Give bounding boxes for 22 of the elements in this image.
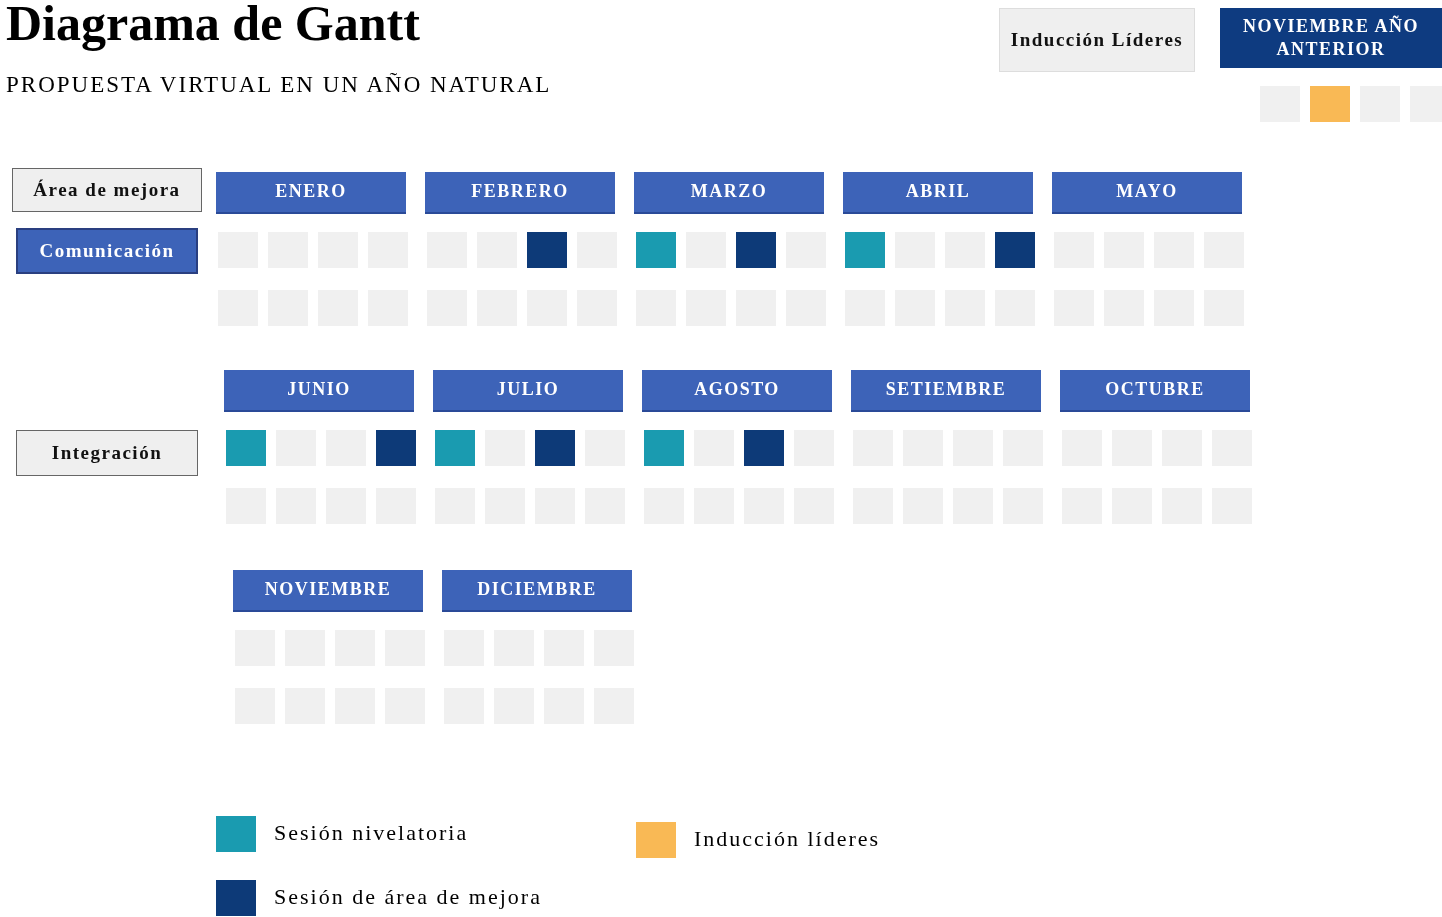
subtitle: PROPUESTA VIRTUAL EN UN AÑO NATURAL bbox=[6, 72, 552, 98]
month-header: MARZO bbox=[634, 172, 824, 214]
month-header: ABRIL bbox=[843, 172, 1033, 214]
month-header: ENERO bbox=[216, 172, 406, 214]
month-header: FEBRERO bbox=[425, 172, 615, 214]
title: Diagrama de Gantt bbox=[6, 0, 420, 52]
month-header: JULIO bbox=[433, 370, 623, 412]
month-header: MAYO bbox=[1052, 172, 1242, 214]
month-header: JUNIO bbox=[224, 370, 414, 412]
header-box: NOVIEMBRE AÑO ANTERIOR bbox=[1220, 8, 1442, 68]
category-box: Comunicación bbox=[16, 228, 198, 274]
legend-label: Sesión nivelatoria bbox=[274, 820, 469, 846]
category-box: Integración bbox=[16, 430, 198, 476]
legend-label: Inducción líderes bbox=[694, 826, 881, 852]
month-header: DICIEMBRE bbox=[442, 570, 632, 612]
header-box: Área de mejora bbox=[12, 168, 202, 212]
month-header: OCTUBRE bbox=[1060, 370, 1250, 412]
month-header: SETIEMBRE bbox=[851, 370, 1041, 412]
month-header: AGOSTO bbox=[642, 370, 832, 412]
legend-label: Sesión de área de mejora bbox=[274, 884, 542, 910]
month-header: NOVIEMBRE bbox=[233, 570, 423, 612]
label-box: Inducción Líderes bbox=[999, 8, 1195, 72]
